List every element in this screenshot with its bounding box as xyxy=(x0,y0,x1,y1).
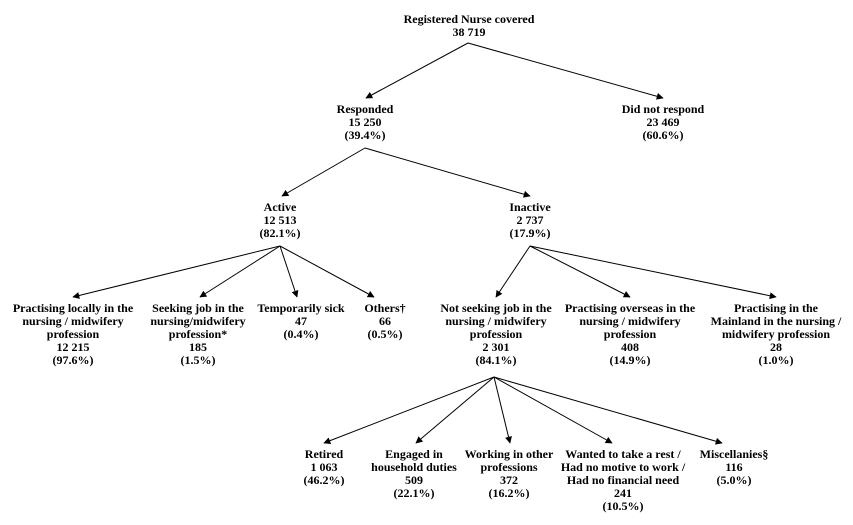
node-seeking-job: Seeking job in the nursing/midwifery pro… xyxy=(150,301,246,367)
node-registered-nurse-covered: Registered Nurse covered 38 719 xyxy=(403,12,535,39)
node-other-professions: Working in other professions 372 (16.2%) xyxy=(464,447,554,500)
arrow-not-seeking-to-retired xyxy=(323,376,495,444)
arrow-not-seeking-to-take-rest xyxy=(493,376,613,444)
arrow-active-to-practising-locally xyxy=(72,245,281,299)
arrow-responded-to-inactive xyxy=(364,147,531,198)
arrow-not-seeking-to-other-professions xyxy=(493,376,512,444)
node-inactive: Inactive 2 737 (17.9%) xyxy=(509,200,551,240)
node-miscellanies: Miscellanies§ 116 (5.0%) xyxy=(699,447,769,487)
arrow-not-seeking-to-miscellanies xyxy=(493,376,723,445)
arrow-root-to-responded xyxy=(365,42,469,99)
arrow-active-to-seeking-job xyxy=(199,245,281,298)
arrow-inactive-to-mainland xyxy=(529,245,777,300)
arrow-responded-to-active xyxy=(281,147,366,197)
node-not-seeking-job: Not seeking job in the nursing / midwife… xyxy=(440,301,552,367)
arrow-not-seeking-to-household xyxy=(415,376,495,444)
node-household-duties: Engaged in household duties 509 (22.1%) xyxy=(371,447,457,500)
node-practising-overseas: Practising overseas in the nursing / mid… xyxy=(564,301,696,367)
arrow-active-to-temporarily-sick xyxy=(279,245,299,298)
node-did-not-respond: Did not respond 23 469 (60.6%) xyxy=(621,102,705,142)
arrow-inactive-to-overseas xyxy=(529,245,631,298)
node-practising-locally: Practising locally in the nursing / midw… xyxy=(12,301,134,367)
node-take-rest: Wanted to take a rest / Had no motive to… xyxy=(560,447,686,513)
node-others: Others† 66 (0.5%) xyxy=(364,301,406,341)
node-retired: Retired 1 063 (46.2%) xyxy=(303,447,345,487)
arrow-active-to-others xyxy=(279,245,375,298)
node-practising-mainland: Practising in the Mainland in the nursin… xyxy=(710,301,842,367)
node-active: Active 12 513 (82.1%) xyxy=(259,200,301,240)
node-temporarily-sick: Temporarily sick 47 (0.4%) xyxy=(257,301,345,341)
node-responded: Responded 15 250 (39.4%) xyxy=(336,102,394,142)
arrow-root-to-no-response xyxy=(467,42,664,100)
arrow-inactive-to-not-seeking xyxy=(495,245,531,298)
